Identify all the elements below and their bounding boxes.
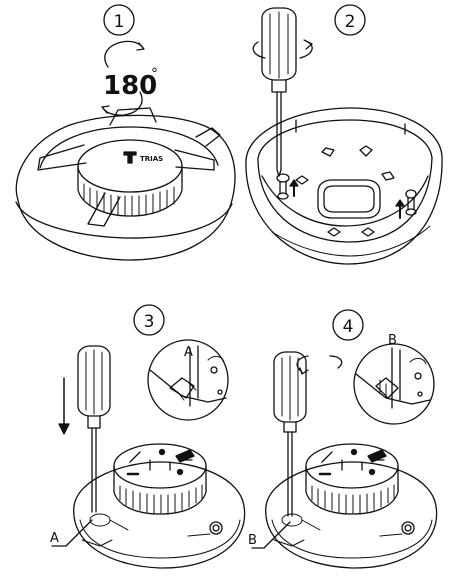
step-3-badge: 3 bbox=[133, 304, 165, 336]
screwdriver-icon bbox=[261, 7, 297, 177]
screwdriver-icon-step-3 bbox=[77, 345, 111, 513]
step-2-panel: 2 bbox=[245, 4, 443, 265]
detector-ribs bbox=[83, 183, 175, 217]
step-4-badge: 4 bbox=[332, 309, 364, 341]
screw-left bbox=[276, 173, 290, 200]
screw-right bbox=[405, 189, 417, 216]
callout-b-label: B bbox=[388, 333, 397, 348]
pointer-b-label: B bbox=[248, 533, 257, 548]
rotate-arrow-icon bbox=[252, 39, 313, 59]
pointer-b: B bbox=[248, 521, 291, 549]
base-ribs-step-4 bbox=[311, 484, 395, 514]
callout-b: B bbox=[353, 333, 435, 425]
step-2-number: 2 bbox=[345, 12, 356, 32]
step-1-number: 1 bbox=[114, 12, 125, 32]
step-3-panel: 3 A bbox=[50, 304, 246, 569]
base-mount bbox=[245, 107, 443, 265]
detector-head: TRIAS bbox=[15, 107, 236, 261]
rotate-180-icon: 180 ° bbox=[101, 40, 158, 116]
detector-base-step-3 bbox=[73, 443, 246, 569]
callout-a-label: A bbox=[184, 345, 193, 360]
step-3-number: 3 bbox=[144, 312, 155, 332]
base-ribs-step-3 bbox=[119, 484, 203, 514]
screwdriver-icon-step-4 bbox=[273, 351, 307, 517]
pointer-a-label: A bbox=[50, 531, 59, 546]
step-2-badge: 2 bbox=[334, 4, 366, 36]
rotation-value: 180 bbox=[103, 71, 157, 101]
step-4-panel: 4 B bbox=[248, 309, 438, 569]
degree-symbol: ° bbox=[151, 66, 158, 82]
rotate-arrow-icon-step-4 bbox=[296, 355, 343, 375]
up-arrow-icon bbox=[289, 179, 299, 197]
down-arrow-icon bbox=[58, 377, 70, 435]
brand-logo-text: TRIAS bbox=[140, 155, 163, 163]
up-arrow-icon-right bbox=[395, 199, 405, 219]
step-4-number: 4 bbox=[343, 317, 354, 337]
detector-base-step-4 bbox=[265, 443, 438, 569]
step-1-panel: 1 180 ° bbox=[15, 4, 236, 261]
callout-a: A bbox=[147, 339, 229, 421]
step-1-badge: 1 bbox=[103, 4, 135, 36]
pointer-a: A bbox=[50, 519, 93, 547]
